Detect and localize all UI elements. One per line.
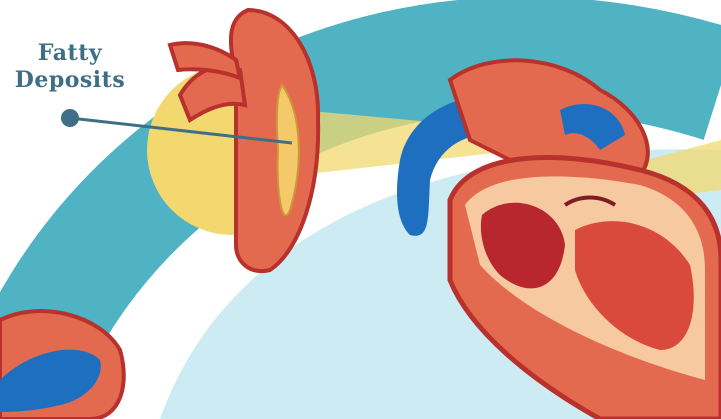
label-line-1: Fatty [6,40,134,67]
label-pointer-dot [61,109,79,127]
fatty-deposits-label: Fatty Deposits [6,40,134,94]
label-line-2: Deposits [6,67,134,94]
